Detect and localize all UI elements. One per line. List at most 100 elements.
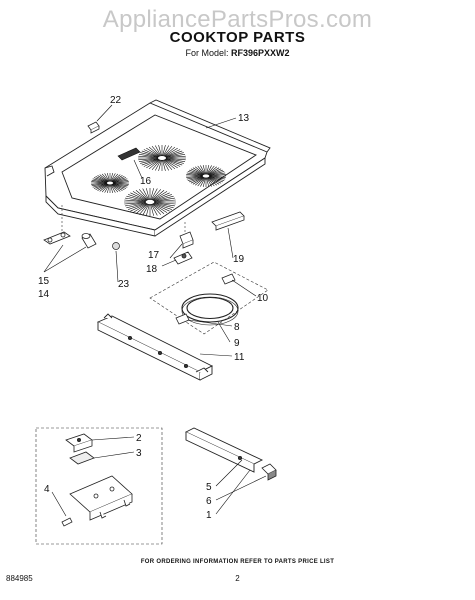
burner-ray [152, 203, 168, 213]
burner-ray [97, 175, 109, 183]
burner-ray [208, 176, 226, 180]
burner-ray [208, 169, 223, 176]
burner-ray [158, 145, 162, 157]
part-6-connector [261, 463, 277, 481]
burner-ray [112, 179, 129, 183]
burner-ray [99, 184, 109, 192]
burner-ray [92, 183, 108, 188]
burner-ray [125, 197, 147, 202]
burner-ray [128, 202, 147, 210]
part-3-plate [69, 451, 95, 465]
burner-ray [165, 155, 186, 159]
burner-ray [95, 176, 108, 183]
burner-ray [206, 177, 212, 187]
burner-ray [192, 167, 205, 176]
burner-ray [208, 176, 223, 183]
burner-ray [152, 203, 170, 212]
burner-ray [141, 150, 160, 158]
burner-ray [194, 166, 205, 175]
burner-ray [197, 177, 205, 187]
burner-ray [143, 159, 160, 167]
burner-ray [153, 199, 176, 202]
ordering-note: FOR ORDERING INFORMATION REFER TO PARTS … [140, 559, 335, 565]
burner-ray [207, 176, 220, 185]
burner-ray [148, 146, 161, 157]
burner-ray [151, 189, 162, 201]
burner-ray [148, 159, 161, 170]
burner-ray [197, 165, 205, 175]
burner-ray [162, 145, 166, 157]
burner-ray [164, 149, 181, 157]
burner-ray [163, 145, 173, 157]
burner-ray [112, 183, 125, 190]
burner-ray [187, 171, 204, 176]
burner-ray [153, 197, 175, 202]
burner-ray [163, 159, 176, 170]
burner-ray [107, 173, 110, 182]
burner-ray [130, 203, 148, 212]
label-14: 14 [38, 289, 50, 300]
burner-ray [125, 202, 147, 207]
burner-ray [207, 177, 215, 187]
label-8: 8 [234, 322, 240, 333]
burner-ray [142, 203, 150, 216]
label-10: 10 [257, 293, 269, 304]
burner-ray [190, 168, 204, 176]
burner-ray [165, 158, 184, 164]
burner-ray [153, 202, 175, 207]
label-11: 11 [234, 352, 245, 363]
burner-ray [143, 149, 160, 157]
part-17-clip [179, 231, 194, 249]
model-prefix: For Model: [185, 48, 229, 58]
burner-ray [207, 167, 220, 176]
burner-ray [110, 173, 116, 182]
label-1: 1 [206, 510, 212, 521]
burner-ray [111, 174, 121, 182]
burner-ray [126, 202, 147, 209]
burner-ray [208, 174, 226, 177]
burner-ray [202, 165, 206, 175]
label-4: 4 [44, 484, 50, 495]
burner-ray [189, 176, 204, 183]
burner-ray [165, 154, 186, 158]
leader-lines [43, 104, 267, 517]
burner-ray [104, 184, 110, 193]
burner-ray [164, 159, 178, 169]
burner-ray [189, 169, 204, 176]
part-number-labels: 22 13 16 15 14 17 18 23 19 10 8 9 11 2 3… [38, 95, 269, 521]
burner-ray [112, 183, 128, 188]
burner-ray [151, 145, 161, 157]
burner-center [202, 173, 210, 179]
guide-lines [61, 205, 186, 236]
burner-ray [111, 184, 121, 192]
burner-ray [112, 183, 129, 187]
burner-ray [99, 174, 109, 182]
burner-ray [208, 175, 226, 178]
label-18: 18 [146, 264, 158, 275]
label-6: 6 [206, 496, 212, 507]
burner-center [145, 199, 155, 205]
burner-ray [154, 145, 162, 157]
burner-ray [151, 189, 165, 201]
burner-ray [186, 174, 204, 177]
part-18-clip [173, 251, 193, 265]
burner-ray [200, 177, 206, 187]
indicator-window [117, 147, 141, 161]
burner-ray [93, 183, 108, 189]
burner-ray [110, 173, 113, 182]
burner-ray [146, 204, 150, 216]
burner-ray [207, 166, 218, 175]
burner-ray [151, 203, 165, 215]
burner-ray [107, 184, 110, 193]
burner-ray [153, 202, 176, 205]
part-10-terminal [221, 273, 236, 285]
burner-ray [152, 192, 170, 201]
burner-ray [163, 159, 173, 171]
burner-ray [162, 159, 166, 171]
burner-ray [138, 155, 159, 159]
burner-ray [150, 203, 158, 216]
burner-ray [92, 178, 108, 183]
burner-ray [140, 158, 159, 164]
burner-ray [190, 176, 204, 184]
